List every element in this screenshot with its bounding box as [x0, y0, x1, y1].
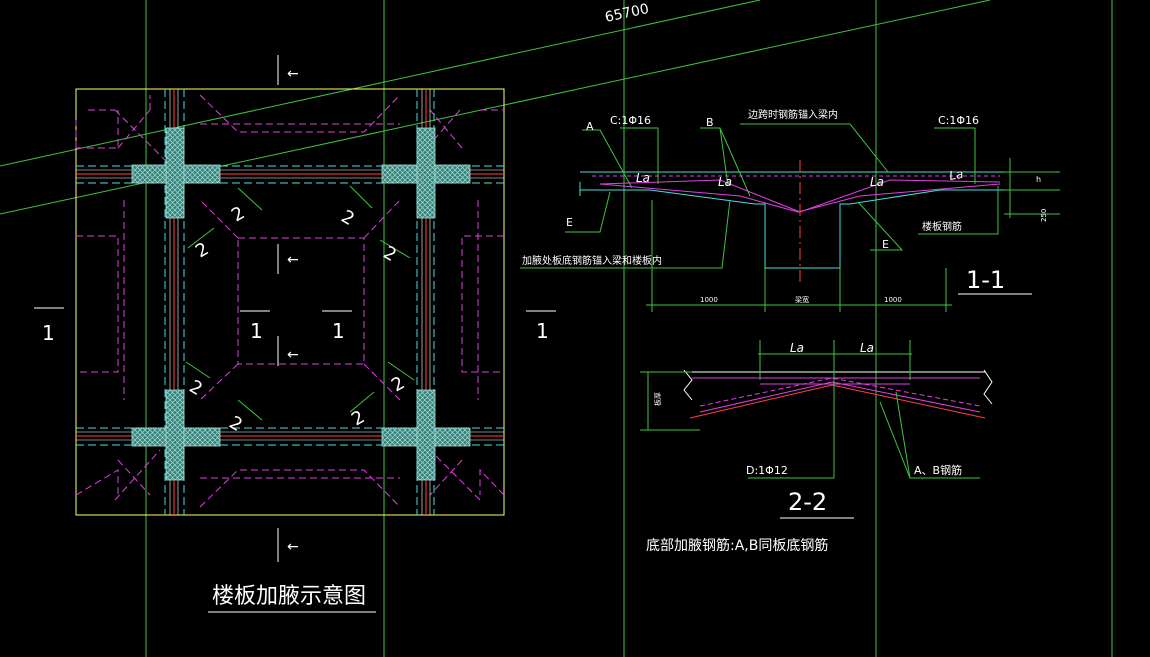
section-1-mark: 1 — [332, 319, 345, 343]
section-2-mark: 2 — [192, 238, 212, 262]
section-2-ticks — [185, 185, 415, 421]
section-1-1: A C:1Φ16 B 边跨时钢筋锚入梁内 C:1Φ16 E E 楼板钢筋 加腋处… — [520, 108, 1060, 312]
la-label: La — [870, 175, 884, 189]
plan-view: 2 2 2 2 2 2 2 2 1 1 1 1 ← ← — [34, 55, 556, 613]
section-2-mark: 2 — [228, 202, 248, 226]
grid-lines — [0, 0, 1113, 657]
column-haunches — [131, 127, 471, 481]
view-arrow: ← — [287, 347, 299, 363]
dim-250: 250 — [1040, 209, 1048, 222]
label-c-left: C:1Φ16 — [610, 114, 651, 127]
section-1-1-title: 1-1 — [966, 266, 1005, 294]
beam-lines — [76, 89, 504, 515]
label-d: D:1Φ12 — [746, 464, 788, 477]
haunch-lines — [75, 94, 505, 508]
dim-left: 1000 — [700, 296, 718, 304]
la-right: La — [860, 341, 874, 355]
section-1-mark: 1 — [536, 319, 549, 343]
label-b: B — [706, 116, 714, 129]
la-left: La — [790, 341, 804, 355]
dim-right: 1000 — [884, 296, 902, 304]
label-e-left: E — [566, 216, 573, 229]
dimension-65700: 65700 — [604, 1, 651, 26]
section-2-2: La La D:1Φ12 A、B钢筋 板厚 2-2 — [640, 340, 993, 519]
note-top: 边跨时钢筋锚入梁内 — [748, 108, 838, 121]
section-2-mark: 2 — [226, 412, 246, 436]
section-2-mark: 2 — [388, 372, 408, 396]
view-arrow: ← — [287, 252, 299, 268]
label-e-right: E — [882, 238, 889, 251]
beam-edges — [76, 89, 504, 515]
plan-title: 楼板加腋示意图 — [212, 584, 366, 609]
section-2-mark: 2 — [186, 376, 206, 400]
note-bottom: 加腋处板底钢筋锚入梁和楼板内 — [522, 254, 662, 267]
la-label: La — [948, 167, 964, 183]
beam-centerlines — [76, 89, 504, 515]
note-slab: 楼板钢筋 — [922, 220, 962, 233]
view-arrow: ← — [287, 539, 299, 555]
view-arrow: ← — [287, 66, 299, 82]
footnote: 底部加腋钢筋:A,B同板底钢筋 — [646, 537, 828, 554]
section-2-marks: 2 2 2 2 2 2 2 2 — [186, 202, 409, 436]
section-2-mark: 2 — [380, 242, 400, 266]
dim-h: h — [1036, 175, 1041, 184]
section-1-mark: 1 — [250, 319, 263, 343]
label-a: A — [586, 120, 594, 133]
la-label: La — [636, 171, 650, 185]
section-2-mark: 2 — [348, 406, 368, 430]
section-2-2-title: 2-2 — [788, 488, 827, 516]
section-2-mark: 2 — [338, 206, 358, 230]
section-1-markers — [34, 55, 556, 562]
la-label: La — [718, 175, 732, 189]
plan-slab-outline — [75, 88, 505, 516]
label-c-right: C:1Φ16 — [938, 114, 979, 127]
label-ab: A、B钢筋 — [914, 463, 962, 477]
dim-side: 板厚 — [653, 392, 662, 406]
section-1-mark: 1 — [42, 321, 55, 345]
dim-mid: 梁宽 — [795, 295, 809, 304]
